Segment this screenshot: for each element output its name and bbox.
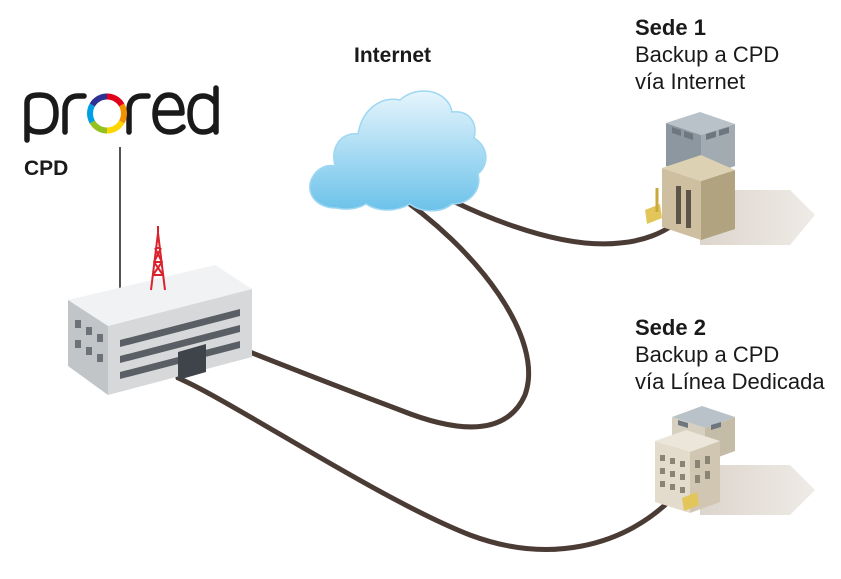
logo-letter-r2 [126, 93, 151, 135]
sede2-line2: vía Línea Dedicada [635, 369, 825, 394]
logo-letter-r1 [62, 93, 87, 135]
sede2-line1: Backup a CPD [635, 342, 780, 367]
logo-letter-e [152, 92, 186, 135]
logo-letter-d [187, 85, 219, 135]
sede2-shadow [700, 465, 815, 515]
cables [175, 169, 676, 552]
cable-cpd-to-sede2 [175, 375, 668, 552]
cpd-label: CPD [24, 157, 69, 180]
sede1-line1: Backup a CPD [635, 42, 780, 67]
internet-label: Internet [354, 44, 432, 67]
sede1-line2: vía Internet [635, 69, 746, 94]
logo-color-ring [87, 93, 127, 134]
cable-cloud-to-cpd [229, 187, 532, 430]
sede2-caption: Sede 2 Backup a CPD vía Línea Dedicada [635, 314, 825, 395]
sede2-title: Sede 2 [635, 315, 706, 340]
sede2-building [655, 406, 735, 513]
prored-logo [24, 85, 219, 143]
cpd-building [68, 226, 252, 395]
internet-cloud [309, 90, 487, 212]
sede1-title: Sede 1 [635, 15, 706, 40]
logo-letter-p [24, 92, 59, 143]
antenna-tower [150, 226, 166, 291]
sede1-building [645, 112, 735, 240]
sede1-caption: Sede 1 Backup a CPD vía Internet [635, 14, 779, 95]
